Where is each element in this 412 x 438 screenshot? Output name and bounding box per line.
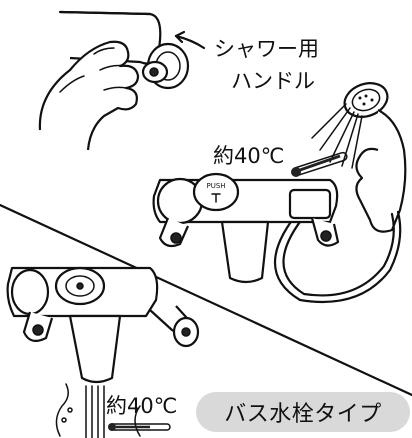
shower-handle-label-line1: シャワー用 <box>214 37 319 61</box>
shower-hose <box>274 208 402 304</box>
thermometer-icon <box>291 151 348 177</box>
bath-faucet-type-text: バス水栓タイプ <box>224 402 382 427</box>
bath-left-knob <box>10 268 50 316</box>
bath-faucet-type-badge: バス水栓タイプ <box>196 392 410 432</box>
hand-holding-shower <box>355 109 407 233</box>
divider-line <box>0 203 412 397</box>
hand-turning-handle-illustration <box>38 10 206 151</box>
shower-head-illustration <box>274 82 407 304</box>
right-handle <box>288 188 332 220</box>
shower-faucet-illustration: PUSH <box>152 172 340 284</box>
bath-spout <box>68 314 122 384</box>
steam <box>55 383 141 437</box>
bath-thermometer-icon <box>108 423 171 431</box>
falling-water <box>85 385 105 438</box>
hand-shape <box>38 40 140 151</box>
bath-faucet-illustration <box>6 266 200 438</box>
push-button-text: PUSH <box>206 182 225 190</box>
water-spray <box>311 103 363 169</box>
bath-temperature-label: 約40℃ <box>106 394 178 418</box>
faucet-spout <box>220 220 270 284</box>
push-button <box>192 172 240 212</box>
shower-temperature-label: 約40℃ <box>213 144 285 168</box>
shower-handle-label-line2: ハンドル <box>231 69 315 93</box>
